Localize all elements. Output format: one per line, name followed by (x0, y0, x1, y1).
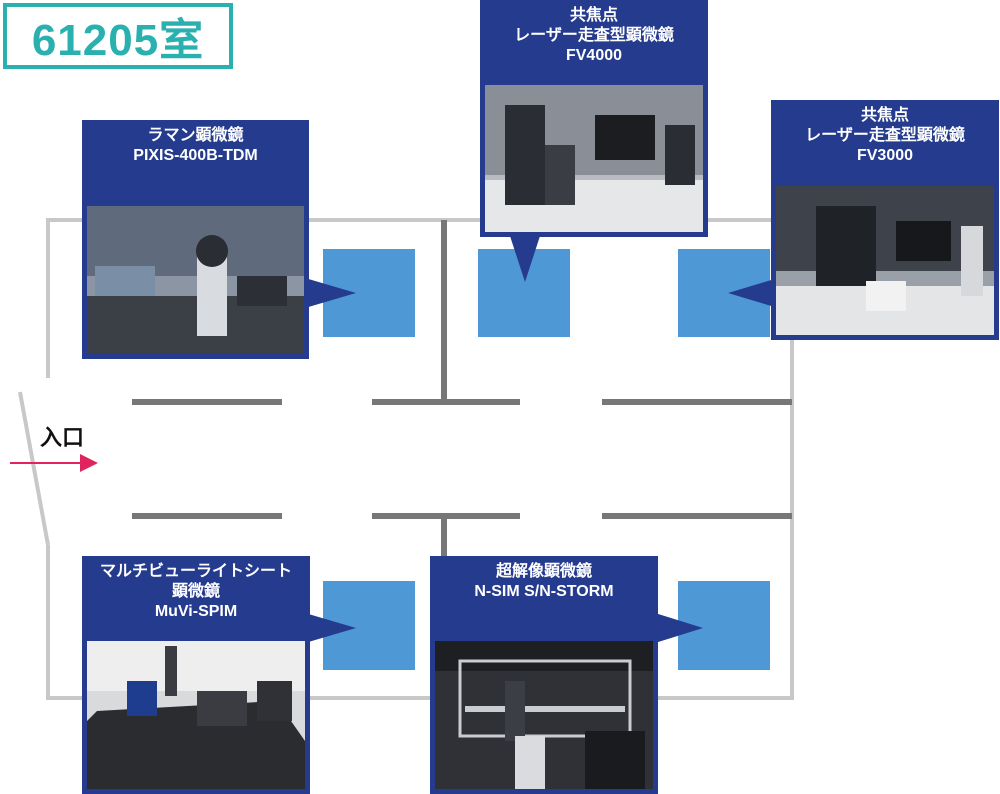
door-swing (18, 391, 50, 546)
instrument-title: 共焦点 レーザー走査型顕微鏡 FV3000 (805, 107, 965, 164)
outer-walls (18, 218, 794, 700)
instrument-card-raman: ラマン顕微鏡 PIXIS-400B-TDM (82, 120, 309, 359)
instrument-card-fv4000: 共焦点 レーザー走査型顕微鏡 FV4000 (480, 0, 708, 237)
pointer-nsim (655, 613, 703, 643)
instrument-title: マルチビューライトシート 顕微鏡 MuVi-SPIM (99, 563, 292, 620)
instrument-title: 共焦点 レーザー走査型顕微鏡 FV4000 (514, 7, 674, 64)
partitions (132, 220, 792, 560)
entrance-arrow (10, 454, 98, 472)
instrument-card-nsim: 超解像顕微鏡 N-SIM S/N-STORM (430, 556, 658, 794)
room-number-text: 61205室 (31, 16, 205, 65)
instrument-photo (87, 206, 304, 354)
pointer-raman (305, 278, 356, 308)
instrument-card-muvi: マルチビューライトシート 顕微鏡 MuVi-SPIM (82, 556, 310, 794)
instrument-card-fv3000: 共焦点 レーザー走査型顕微鏡 FV3000 (771, 100, 999, 340)
instrument-photo (87, 641, 305, 789)
instrument-photo (435, 641, 653, 789)
callout-pointers (305, 236, 778, 643)
pointer-muvi (305, 613, 356, 643)
instrument-title: 超解像顕微鏡 N-SIM S/N-STORM (474, 563, 614, 600)
entrance-label: 入口 (40, 425, 85, 450)
instrument-photo (776, 186, 994, 335)
instrument-photo (485, 85, 703, 232)
pointer-fv4000 (510, 236, 540, 282)
instrument-blocks (323, 249, 770, 670)
pointer-fv3000 (728, 278, 778, 308)
room-number-label: 61205室 (3, 3, 233, 69)
instrument-title: ラマン顕微鏡 PIXIS-400B-TDM (133, 127, 258, 164)
